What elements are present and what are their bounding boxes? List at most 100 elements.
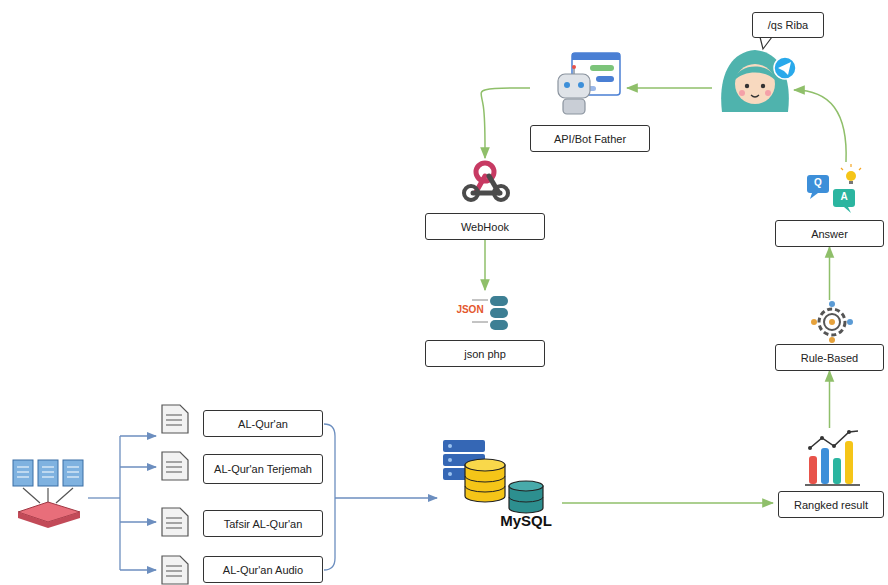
flow-arrow [627,87,712,89]
source-box: Tafsir AL-Qur'an [203,510,323,537]
chart-icon [821,448,829,484]
flow-arrow [562,502,773,504]
mysql-icon [509,497,543,502]
json-icon [472,322,488,323]
user-avatar [735,67,775,81]
icon-label: A [840,191,847,202]
json-icon [490,320,508,330]
mysql-icon [509,481,543,491]
chart-icon [810,431,858,448]
gear-icon [811,319,817,325]
document-icon [166,415,182,576]
node-text: Rule-Based [801,352,858,364]
label-box: API/Bot Father [530,125,650,152]
mysql-icon [448,472,452,476]
webhook-icon [494,186,508,200]
user-avatar [739,90,745,96]
chart-icon [805,484,860,486]
qa-icon [841,164,861,170]
source-bracket [88,436,156,570]
bot-icon [564,82,570,88]
source-icon [18,512,80,528]
source-icon [17,467,79,477]
flow-connector [829,371,831,428]
user-avatar [745,84,749,88]
bot-icon [596,76,614,82]
process-box: Rangked result [778,428,884,518]
mysql-icon [465,476,505,492]
icon-label: Q [814,177,822,188]
qa-icon [833,189,855,207]
source-icon [38,460,58,486]
node-text: json php [464,348,506,360]
bot-icon [590,65,614,71]
chart-icon [809,456,817,484]
source-icon [13,460,83,528]
source-bracket [120,521,156,522]
merge-brace [335,497,437,498]
chart-icon [832,444,836,448]
bot-icon [572,53,620,60]
node-text: API/Bot Father [554,133,626,145]
flow-arrow [794,90,846,162]
label-box: WebHook [425,213,545,240]
source-bracket [120,466,156,467]
bot-icon [572,65,576,69]
chart-icon [845,441,853,484]
source-box: AL-Qur'an Audio [203,556,323,583]
label-box: Rule-Based [775,344,884,371]
user-avatar [765,90,771,96]
source-box: AL-Qur'an Terjemah [203,454,323,484]
bubble-tail [760,37,772,49]
qa-icon [849,181,853,184]
node-text: WebHook [461,221,509,233]
json-icon [490,296,508,306]
source-box: AL-Qur'an [203,410,323,437]
bot-icon [578,82,584,88]
process-box: WebHook [425,158,545,240]
source-bracket [120,569,156,570]
label-box: Rangked result [778,491,884,518]
speech-bubble: /qs Riba [752,12,824,38]
source-bracket [120,435,156,436]
document-icon [162,452,188,480]
qa-icon [844,207,851,213]
node-text: Answer [811,228,848,240]
icon-label: JSON [456,304,483,315]
qa-icon [807,175,829,193]
label-box: json php [425,340,545,367]
node-text: /qs Riba [768,19,808,31]
gear-icon [811,301,853,343]
user-avatar [721,50,796,112]
gear-icon [847,319,853,325]
qa-icon [810,193,818,199]
process-box: json php [425,290,545,367]
process-box: Rule-Based [775,300,884,371]
mysql-icon [443,440,543,513]
gear-icon [829,301,835,307]
flow-connector [829,247,831,300]
node-text: AL-Qur'an [238,418,288,430]
document-icon [162,556,188,584]
gear-icon [824,314,840,330]
source-icon [13,460,33,486]
bubble-tail [760,37,772,49]
mysql-icon [448,458,452,462]
chart-icon [805,430,860,485]
bot-icon [558,74,590,98]
json-icon [490,308,508,318]
chart-icon [833,458,841,484]
user-avatar [761,84,765,88]
chart-icon [820,436,824,440]
mysql-icon [443,440,485,452]
document-icon [162,405,188,433]
gear-icon [829,337,835,343]
node-text: AL-Qur'an Audio [223,564,303,576]
webhook-icon [464,186,478,200]
mysql-icon [465,459,505,471]
node-text: Rangked result [794,499,868,511]
qa-icon [846,171,856,181]
